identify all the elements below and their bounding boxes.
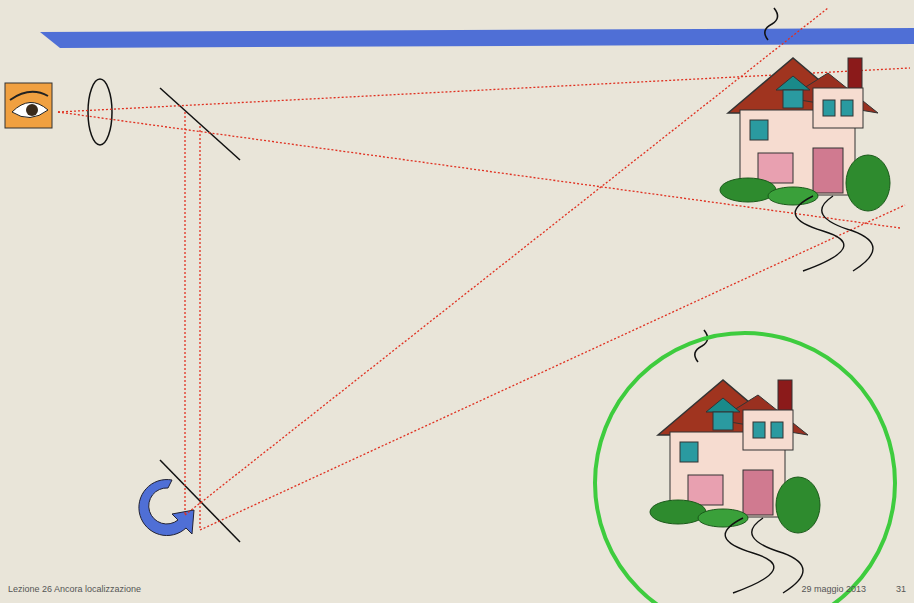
footer-date: 29 maggio 2013 (801, 584, 866, 594)
page-number: 31 (896, 584, 906, 594)
footer-lecture: Lezione 26 Ancora localizzazione (8, 584, 141, 594)
